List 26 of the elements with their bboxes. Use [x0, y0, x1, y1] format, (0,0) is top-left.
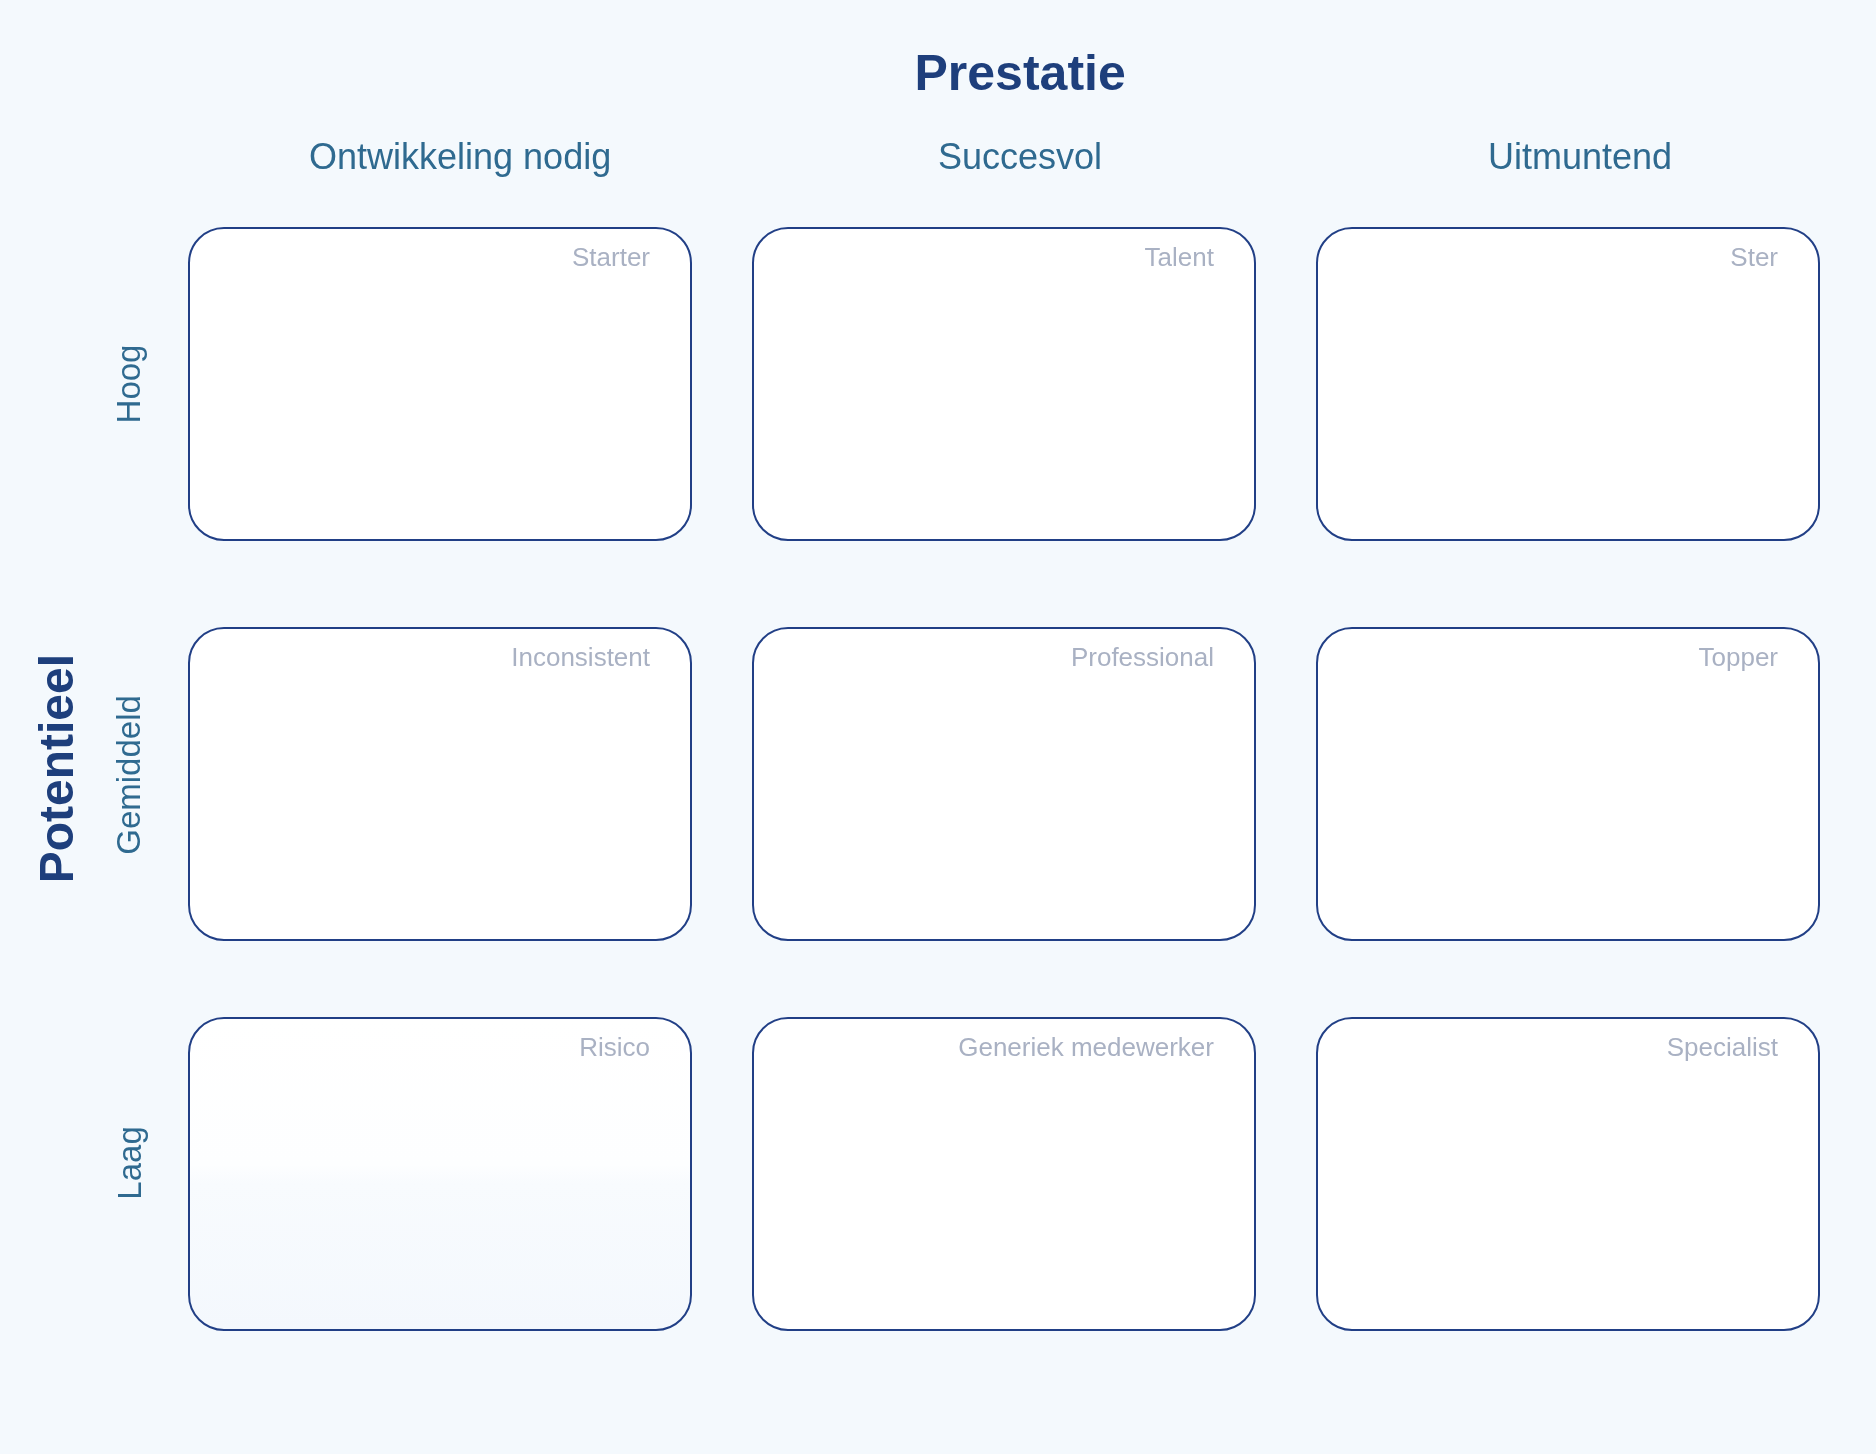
category-label: Generiek medewerker: [958, 1033, 1214, 1063]
quadrant-panel: [752, 627, 1256, 941]
quadrant-panel: [188, 227, 692, 541]
category-label: Professional: [1070, 643, 1214, 673]
category-label: Topper: [1698, 643, 1778, 673]
axis-title: Prestatie: [914, 45, 1126, 103]
quadrant-panel: [1316, 1017, 1820, 1331]
quadrant-panel: [752, 227, 1256, 541]
category-label: Talent: [1144, 243, 1214, 273]
quadrant-panel: [1316, 227, 1820, 541]
row-header: Laag: [110, 1126, 149, 1200]
category-label: Risico: [579, 1033, 650, 1063]
axis-title: Potentieel: [28, 653, 84, 883]
category-label: Inconsistent: [511, 643, 650, 673]
column-header: Succesvol: [938, 135, 1103, 177]
quadrant-panel: [752, 1017, 1256, 1331]
category-label: Specialist: [1666, 1033, 1778, 1063]
row-header: Hoog: [110, 344, 148, 424]
quadrant-panel: [188, 1017, 692, 1331]
category-label: Ster: [1730, 243, 1778, 273]
column-header: Uitmuntend: [1488, 135, 1673, 177]
column-header: Ontwikkeling nodig: [309, 135, 612, 177]
category-label: Starter: [571, 243, 650, 273]
row-header: Gemiddeld: [109, 695, 148, 855]
quadrant-panel: [188, 627, 692, 941]
quadrant-panel: [1316, 627, 1820, 941]
